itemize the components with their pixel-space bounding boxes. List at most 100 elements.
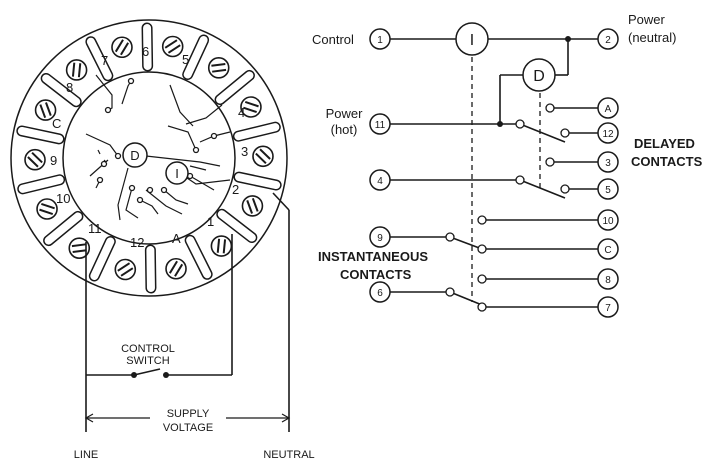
socket-screw-slot [31, 151, 43, 164]
socket-screw [114, 258, 137, 281]
terminal-2: 2 [597, 28, 619, 50]
socket-pin-label-1: 1 [207, 214, 214, 229]
svg-text:1: 1 [377, 35, 383, 46]
svg-text:7: 7 [605, 303, 611, 314]
socket-screw-slot [164, 39, 178, 49]
socket-screws [24, 35, 274, 281]
socket-screw [161, 35, 184, 58]
socket-pin-label-4: 4 [238, 105, 245, 120]
socket-slot-inner [183, 36, 208, 79]
delayed-contacts-label-line1: DELAYED [634, 136, 695, 151]
socket-slot-inner [44, 212, 82, 245]
terminal-6: 6 [369, 281, 391, 303]
socket-coil-i-label: I [175, 166, 179, 181]
socket-screw-slot [216, 238, 221, 253]
power-neutral-label-line2: (neutral) [628, 30, 676, 45]
neutral-label: NEUTRAL [263, 449, 314, 461]
socket-slot-inner [17, 126, 64, 143]
socket-pin-label-c: C [52, 116, 61, 131]
socket-screw-slot [39, 104, 47, 119]
socket-screw [68, 237, 91, 259]
socket-slot-inner [146, 245, 155, 292]
terminal-7: 7 [597, 296, 619, 318]
socket-coil-d [122, 142, 148, 168]
socket-pin-label-7: 7 [101, 53, 108, 68]
socket-screw-slot [174, 263, 184, 277]
socket-slot-inner [18, 175, 64, 193]
socket-screw-slot [120, 267, 134, 277]
socket-pin-label-12: 12 [130, 235, 144, 250]
schematic-contacts [445, 103, 570, 312]
socket-pin-label-3: 3 [241, 144, 248, 159]
coil-d-label: D [533, 68, 545, 85]
control-label: Control [312, 32, 354, 47]
terminal-12: 12 [597, 122, 619, 144]
svg-text:6: 6 [377, 288, 383, 299]
socket-slot-inner [186, 236, 212, 279]
socket-screw [252, 145, 274, 168]
power-neutral-label-line1: Power [628, 12, 666, 27]
terminal-1: 1 [369, 28, 391, 50]
terminal-8: 8 [597, 268, 619, 290]
socket-screw-slot [259, 148, 271, 160]
delayed-contacts-label-line2: CONTACTS [631, 154, 703, 169]
socket-screw-slot [77, 63, 82, 78]
socket-screw [111, 36, 133, 59]
socket-slot-inner [216, 71, 254, 104]
socket-internal-wiring [85, 74, 231, 221]
socket-external-wiring [84, 192, 291, 432]
svg-text:12: 12 [602, 129, 614, 140]
socket-screw-slot [212, 68, 227, 73]
socket-screw-slot [120, 42, 130, 56]
socket-screw-slot [222, 239, 227, 254]
line-label: LINE [74, 449, 98, 461]
socket-inner-ring [62, 71, 236, 245]
socket-screw [165, 257, 187, 280]
socket-slot-inner [143, 24, 152, 71]
power-hot-label-line2: (hot) [331, 122, 358, 137]
svg-text:10: 10 [602, 216, 614, 227]
socket-screw-slot [255, 152, 267, 165]
socket-slot-inner [234, 173, 281, 190]
socket-screw-slot [244, 100, 259, 108]
socket-screw-slot [251, 197, 259, 212]
power-hot-label-line1: Power [326, 106, 364, 121]
socket-pin-label-10: 10 [56, 191, 70, 206]
terminal-a: A [597, 97, 619, 119]
socket-pin-label-2: 2 [232, 182, 239, 197]
socket-slot-inner [234, 123, 280, 141]
terminal-5: 5 [597, 178, 619, 200]
junction-dot-hot [497, 121, 503, 127]
svg-text:2: 2 [605, 35, 611, 46]
socket-slot-inner [42, 74, 81, 106]
instantaneous-contacts-label-line1: INSTANTANEOUS [318, 249, 428, 264]
supply-voltage-label-line1: SUPPLY [167, 408, 210, 420]
terminal-4: 4 [369, 169, 391, 191]
socket-screw [65, 59, 88, 81]
socket-coil-i [165, 161, 189, 185]
svg-text:9: 9 [377, 233, 383, 244]
junction-dot-neutral [565, 36, 571, 42]
terminal-3: 3 [597, 151, 619, 173]
socket-screw-slot [211, 62, 226, 67]
schematic-wires [390, 38, 598, 308]
coil-i-label: I [470, 32, 474, 49]
coil-d [522, 58, 556, 92]
socket-screw-slot [39, 208, 54, 216]
socket-screw [24, 148, 46, 171]
socket-view: 1 2 3 4 5 6 7 8 C 9 10 11 12 A [10, 19, 315, 461]
socket-screw-slot [45, 102, 52, 116]
socket-screw-slot [71, 243, 86, 248]
socket-screw-slot [246, 200, 253, 214]
socket-pin-label-6: 6 [142, 44, 149, 59]
socket-pin-label-11: 11 [88, 221, 102, 236]
control-switch-label-line2: SWITCH [126, 355, 169, 367]
socket-screw-slot [117, 262, 131, 272]
svg-text:8: 8 [605, 275, 611, 286]
socket-screw-slot [114, 39, 124, 53]
coil-i [455, 22, 489, 56]
socket-pin-label-5: 5 [182, 52, 189, 67]
socket-slot-inner [86, 37, 112, 80]
control-switch-label-line1: CONTROL [121, 343, 175, 355]
